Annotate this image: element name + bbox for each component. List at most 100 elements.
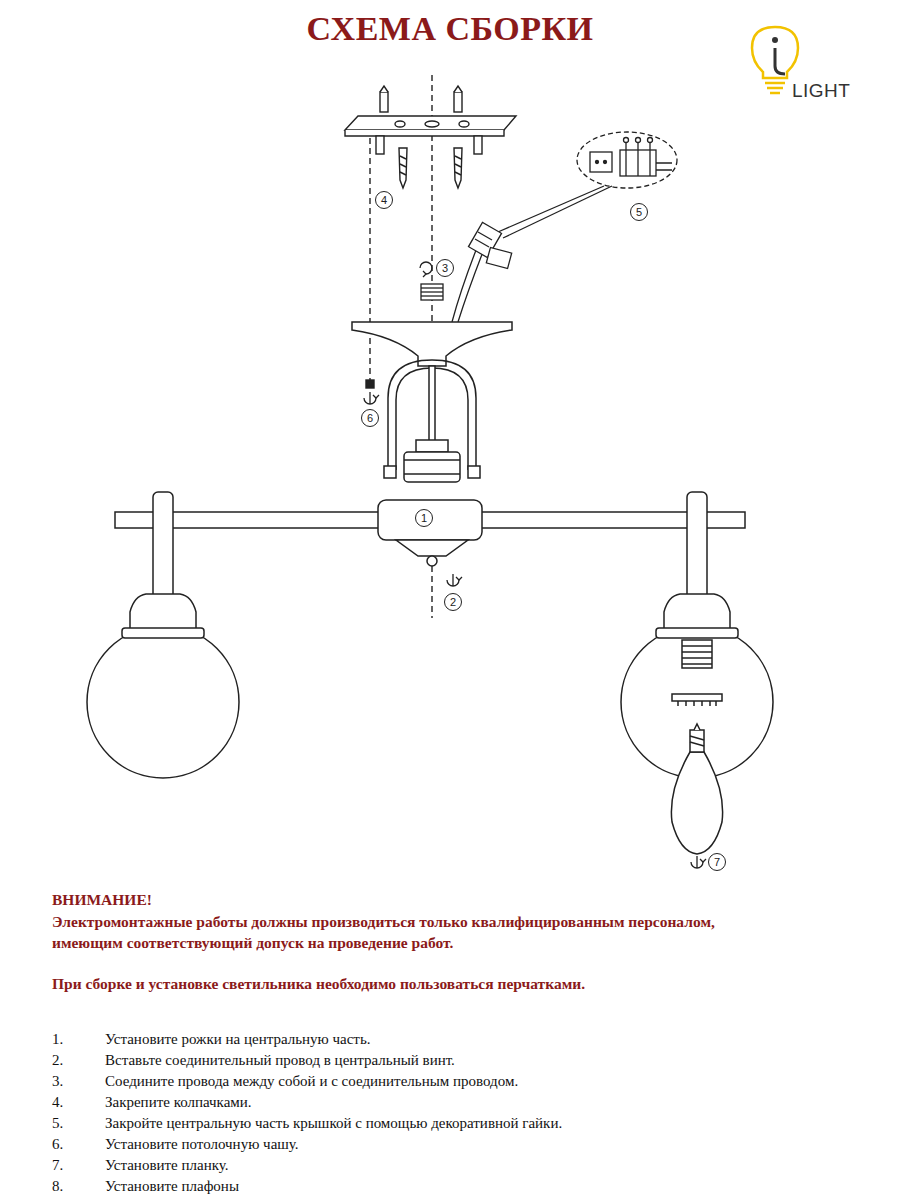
central-hub-part [468,466,480,478]
globe-right-part [664,594,730,632]
terminal-detail-part [636,138,641,143]
callout-number: 3 [436,259,454,277]
mounting-plate-part [425,121,439,127]
globe-right-part [693,701,695,706]
rotation-marks-part [700,859,706,862]
supply-wires-part [503,186,612,238]
globe-right-part [701,701,703,706]
central-hub-part [404,452,460,482]
step-text: Установите потолочную чашу. [105,1135,299,1153]
warning-note: Электромонтажные работы должны производи… [52,911,752,953]
supply-wires [452,186,612,322]
step-text: Закрепите колпачками. [105,1093,252,1111]
globe-right-part [715,701,717,706]
mounting-plate-part [380,92,388,112]
mounting-plate-part [395,121,405,127]
logo-bulb-part [767,87,783,90]
globe-left-part [87,626,239,778]
step-text: Соедините провода между собой и с соедин… [105,1072,518,1090]
mounting-plate-part [380,86,388,92]
globe-left-part [122,628,204,638]
terminal-detail-part [624,138,629,143]
candle-bulb-part [690,736,704,740]
globe-right-part [682,645,712,647]
central-hub-part [404,473,460,475]
mounting-plate-part [400,172,406,175]
rotation-marks-part [423,271,426,277]
logo-bulb-part [770,92,780,95]
arch-holder-part [429,366,435,446]
mounting-plate-part [400,164,406,167]
mounting-plate [345,86,516,388]
candle-bulb-part [690,730,704,752]
terminal-detail-part [649,140,650,176]
central-hub [378,440,482,566]
globe-right-part [709,701,711,706]
mounting-plate-part [459,121,469,127]
decorative-nut-part [421,295,443,296]
globe-right-part [682,651,712,653]
step-number: 8. [52,1177,63,1195]
mounting-plate-part [366,380,374,388]
mounting-plate-part [455,164,461,167]
terminal-detail [577,132,677,188]
mounting-plate-part [474,136,482,154]
candle-bulb-part [690,742,704,746]
mounting-plate-part [400,156,406,159]
decorative-nut-part [421,291,443,292]
step-number: 7. [52,1156,63,1174]
rotation-marks-part [696,856,697,868]
callout-number: 7 [708,853,726,871]
step-number: 1. [52,1030,63,1048]
globe-left [87,492,239,778]
central-hub-part [378,500,482,540]
rotation-marks-part [420,262,432,274]
candle-bulb-part [694,724,700,730]
supply-wires-part [486,247,511,268]
terminal-detail-part [596,161,599,164]
warning-note: При сборке и установке светильника необх… [52,973,832,994]
callout-number: 4 [375,191,393,209]
globe-right-part [682,663,712,665]
step-text: Установите рожки на центральную часть. [105,1030,371,1048]
step-text: Установите плафоны [105,1177,239,1195]
decorative-nut [421,284,443,300]
callout-number: 5 [630,203,648,221]
step-number: 5. [52,1114,63,1132]
terminal-detail-part [625,140,626,176]
candle-bulb [671,724,722,854]
central-hub-part [404,459,460,461]
globe-right-part [682,657,712,659]
candle-bulb-part [671,752,722,854]
warning-heading: ВНИМАНИЕ! [52,889,152,910]
logo-bulb [752,27,798,93]
central-hub-part [427,556,437,566]
decorative-nut-part [421,284,443,300]
callout-number: 1 [415,509,433,527]
mounting-plate-part [345,116,516,130]
mounting-plate-part [455,172,461,175]
terminal-detail-part [656,163,672,170]
mounting-plate-part [454,86,462,92]
globe-right [621,492,773,778]
mounting-plate-part [454,92,462,112]
globe-left-part [130,594,196,632]
logo-bulb-part [752,27,798,78]
terminal-detail-part [648,138,653,143]
step-text: Установите планку. [105,1156,229,1174]
center-axis-part [431,566,432,618]
rotation-marks-part [373,395,379,398]
step-number: 4. [52,1093,63,1111]
central-hub-part [384,466,396,478]
diagram-title: СХЕМА СБОРКИ [0,10,900,48]
central-hub-part [396,540,468,556]
rotation-marks-part [456,577,462,580]
globe-right-part [682,640,712,668]
terminal-detail-part [637,140,638,176]
central-hub-part [416,440,448,452]
step-number: 6. [52,1135,63,1153]
callout-number: 6 [361,409,379,427]
step-number: 2. [52,1051,63,1069]
globe-right-part [687,492,707,604]
